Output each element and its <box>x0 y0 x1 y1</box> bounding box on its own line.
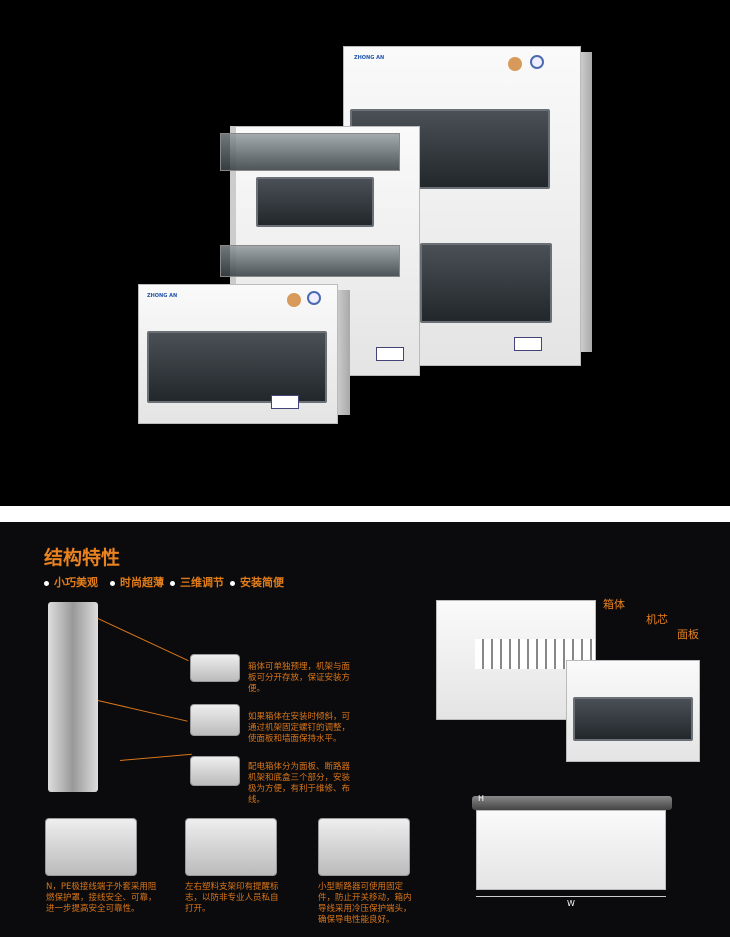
feature-item: 小巧美观 <box>44 574 98 590</box>
breaker-window <box>147 331 327 403</box>
callout-panel: 面板 <box>677 628 699 641</box>
rating-label <box>514 337 542 351</box>
brand-logo: ZHONG AN <box>147 293 178 299</box>
width-label: W <box>567 899 575 908</box>
rating-label <box>376 347 404 361</box>
rating-label <box>271 395 299 409</box>
thumb-rack <box>190 704 240 736</box>
feature-item: 安装简便 <box>230 574 284 590</box>
large-box-side <box>580 52 592 352</box>
callout-box: 箱体 <box>603 598 625 611</box>
transparent-cover <box>220 245 400 277</box>
detail-text: 配电箱体分为面板、断路器机架和底盒三个部分，安装极为方便，有利于维修、布线。 <box>248 762 351 805</box>
width-dimension-line <box>476 896 666 897</box>
photo-terminal <box>45 818 137 876</box>
section-title: 结构特性 <box>44 547 121 569</box>
product-photo-panel: ZHONG AN ZHONG AN <box>0 0 730 506</box>
bottom-text: N，PE极接线端子外套采用阻燃保护罩，接线安全、可靠，进一步提高安全可靠性。 <box>46 882 157 914</box>
box-top-cover <box>472 796 672 810</box>
breaker-rack-photo <box>48 602 98 792</box>
detail-text: 如果箱体在安装时倾斜，可通过机架固定螺钉的调整，使面板和墙面保持水平。 <box>248 712 351 744</box>
cert-seal-icon <box>530 55 544 69</box>
callout-core: 机芯 <box>646 613 668 626</box>
bottom-text: 小型断路器可使用固定件，防止开关移动，箱内导线采用冷压保护端头，确保导电性能良好… <box>318 882 412 925</box>
feature-item: 三维调节 <box>170 574 224 590</box>
breaker-window <box>420 243 552 323</box>
thumb-assembly <box>190 756 240 786</box>
brand-logo: ZHONG AN <box>354 55 385 61</box>
transparent-cover <box>220 133 400 171</box>
ccc-seal-icon <box>287 293 301 307</box>
photo-breakers <box>318 818 410 876</box>
ccc-seal-icon <box>508 57 522 71</box>
detail-text: 箱体可单独预埋，机架与面板可分开存放，保证安装方便。 <box>248 662 351 694</box>
cert-seal-icon <box>307 291 321 305</box>
dimension-box <box>476 810 666 890</box>
photo-bracket <box>185 818 277 876</box>
height-label: H <box>478 794 485 803</box>
feature-item: 时尚超薄 <box>110 574 164 590</box>
exploded-front-panel <box>566 660 700 762</box>
breaker-window <box>256 177 374 227</box>
small-box-side <box>336 290 350 415</box>
bottom-text: 左右塑料支架印有提醒标志，以防非专业人员私自打开。 <box>185 882 279 914</box>
thumb-box <box>190 654 240 682</box>
breaker-window <box>573 697 693 741</box>
small-distribution-box: ZHONG AN <box>138 284 338 424</box>
